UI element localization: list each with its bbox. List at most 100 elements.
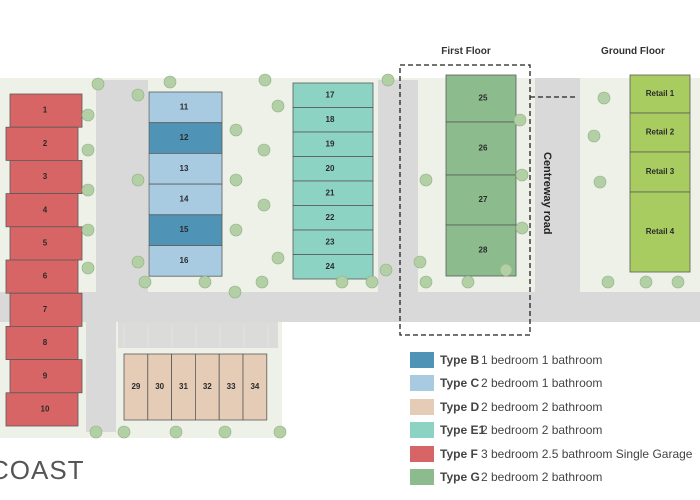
unit-label: 31 (179, 382, 188, 391)
unit-label: 19 (326, 139, 335, 148)
unit-label: 8 (43, 338, 48, 347)
tree (131, 173, 145, 187)
unit-type-b (148, 214, 223, 246)
tree (218, 425, 232, 439)
tree (255, 275, 269, 289)
roads (0, 78, 700, 432)
outside-area-right (540, 322, 700, 500)
legend-type: Type C (440, 376, 480, 391)
unit-label: 27 (479, 195, 488, 204)
tree (89, 425, 103, 439)
legend-type: Type E1 (440, 423, 486, 438)
tree (515, 168, 529, 182)
unit-label: 20 (326, 164, 335, 173)
unit-label: 13 (180, 164, 189, 173)
unit-type-b (148, 122, 223, 154)
unit-label: 28 (479, 246, 488, 255)
unit-label: 29 (131, 382, 140, 391)
unit-type-g (445, 174, 517, 226)
unit-type-f (9, 93, 83, 128)
tree (257, 198, 271, 212)
tree (419, 275, 433, 289)
tree (138, 275, 152, 289)
legend-swatch (410, 375, 434, 392)
tree (91, 77, 105, 91)
legend-description: 2 bedroom 2 bathroom (481, 399, 603, 414)
legend-type: Type D (440, 399, 480, 414)
tree (258, 73, 272, 87)
tree (131, 88, 145, 102)
unit-label: 6 (43, 272, 48, 281)
unit-type-c (148, 152, 223, 185)
tree (229, 223, 243, 237)
unit-type-c (148, 245, 223, 277)
unit-label: 14 (180, 195, 189, 204)
unit-type-f (5, 193, 79, 228)
legend-type: Type B (440, 352, 480, 367)
unit-label: 2 (43, 139, 48, 148)
unit-label: 18 (326, 115, 335, 124)
legend-swatch (410, 351, 434, 368)
unit-type-f (5, 126, 79, 161)
unit-type-f (5, 325, 79, 360)
unit-type-d (242, 353, 268, 421)
unit-retail (629, 74, 691, 114)
parking-area (118, 322, 278, 348)
tree (229, 173, 243, 187)
tree (117, 425, 131, 439)
tree (81, 143, 95, 157)
tree (513, 113, 527, 127)
tree (461, 275, 475, 289)
legend-description: 2 bedroom 2 bathroom (481, 423, 603, 438)
unit-label: 30 (155, 382, 164, 391)
unit-label: 34 (250, 382, 259, 391)
unit-label: 10 (41, 405, 50, 414)
legend-swatch (410, 398, 434, 415)
tree (365, 275, 379, 289)
unit-type-f (9, 359, 83, 394)
road-label: Centreway road (541, 152, 553, 235)
tree (639, 275, 653, 289)
type-d-units: 29 30 31 32 33 34 (123, 353, 268, 421)
legend-description: 3 bedroom 2.5 bathroom Single Garage (481, 446, 693, 461)
tree (379, 263, 393, 277)
unit-label: 32 (203, 382, 212, 391)
tree (587, 129, 601, 143)
legend-swatch (410, 445, 434, 462)
unit-type-c (148, 183, 223, 216)
unit-retail (629, 191, 691, 273)
tree (597, 91, 611, 105)
unit-label: 1 (43, 106, 48, 115)
legend-type: Type F (440, 446, 478, 461)
legend-type: Type G (440, 470, 480, 485)
tree (229, 123, 243, 137)
first-floor-header: First Floor (441, 46, 491, 57)
tree (228, 285, 242, 299)
tree (271, 251, 285, 265)
unit-label: 33 (227, 382, 236, 391)
unit-label: 15 (180, 225, 189, 234)
unit-label: 7 (43, 305, 48, 314)
unit-label: 3 (43, 172, 48, 181)
unit-label: 26 (479, 144, 488, 153)
legend-swatch (410, 422, 434, 439)
tree (81, 261, 95, 275)
unit-label: Retail 1 (646, 89, 675, 98)
tree (671, 275, 685, 289)
legend-swatch (410, 469, 434, 486)
unit-label: 5 (43, 239, 48, 248)
unit-type-f (9, 226, 83, 261)
unit-label: 25 (479, 94, 488, 103)
legend-description: 2 bedroom 2 bathroom (481, 470, 603, 485)
tree (169, 425, 183, 439)
